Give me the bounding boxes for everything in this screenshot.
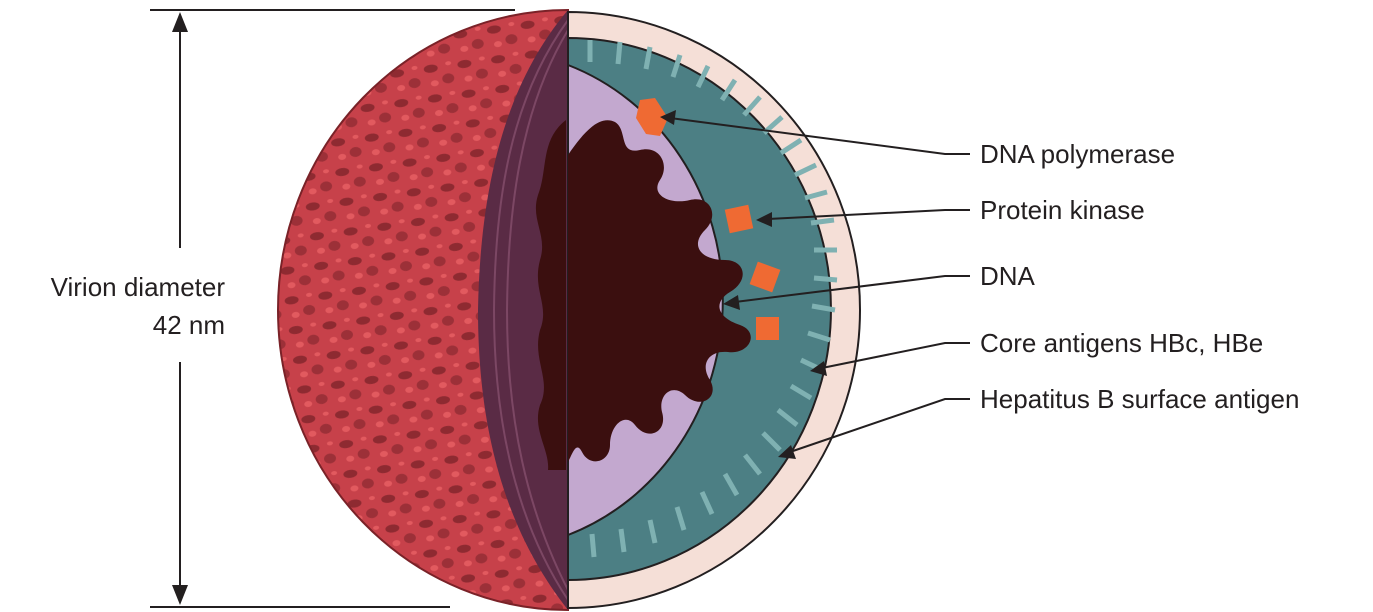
label-surface-antigen: Hepatitus B surface antigen (980, 384, 1299, 414)
virion-cross-section (568, 12, 860, 608)
protein-kinase-enzyme (725, 205, 753, 233)
label-dna-polymerase: DNA polymerase (980, 139, 1175, 169)
dimension-arrowhead-down (172, 585, 188, 605)
virion-diameter-label: Virion diameter (51, 272, 226, 302)
component-labels: DNA polymerase Protein kinase DNA Core a… (980, 139, 1299, 414)
protein-kinase-enzyme-3 (756, 317, 779, 340)
label-core-antigens: Core antigens HBc, HBe (980, 328, 1263, 358)
virion-outer-surface (260, 0, 580, 612)
label-dna: DNA (980, 261, 1036, 291)
dimension-arrowhead-up (172, 12, 188, 32)
label-protein-kinase: Protein kinase (980, 195, 1145, 225)
virion-diameter-value: 42 nm (153, 310, 225, 340)
